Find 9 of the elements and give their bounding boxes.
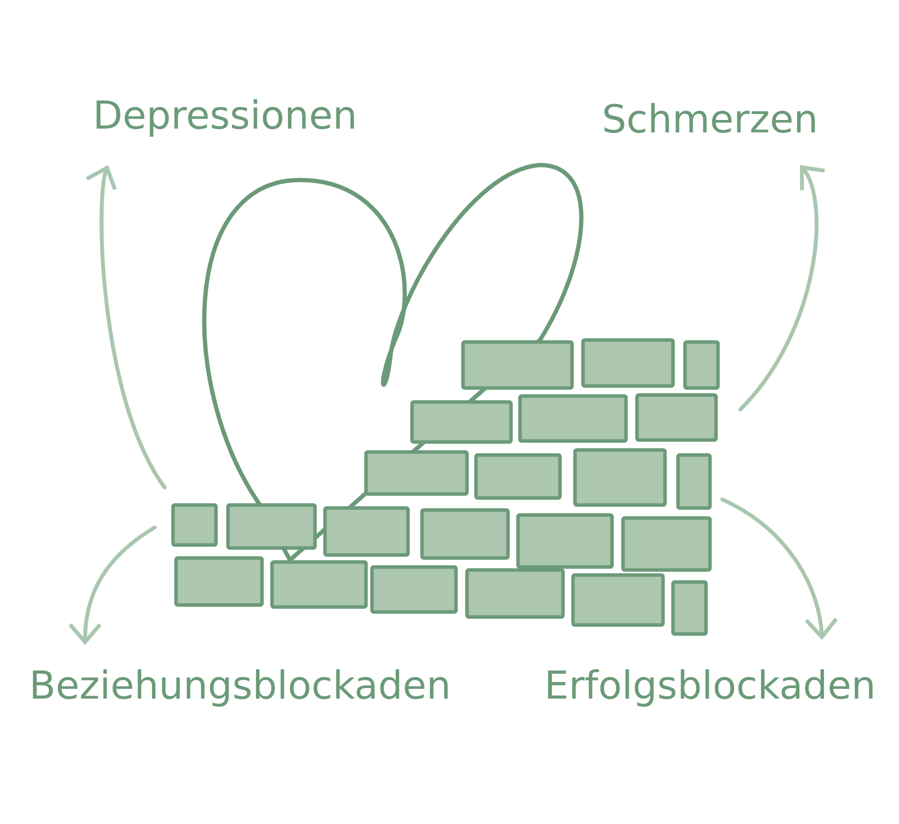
node-label: Schmerzen: [604, 103, 815, 133]
node-label: Depressionen: [96, 99, 354, 137]
node-label: Erfolgsblockaden: [548, 669, 872, 707]
node-label: Beziehungsblockaden: [32, 669, 448, 707]
heart-brick-wall-drawing: [171, 162, 720, 636]
arrow: [738, 165, 826, 412]
arrow: [720, 498, 838, 640]
arrow: [86, 165, 167, 490]
arrow: [68, 526, 157, 645]
